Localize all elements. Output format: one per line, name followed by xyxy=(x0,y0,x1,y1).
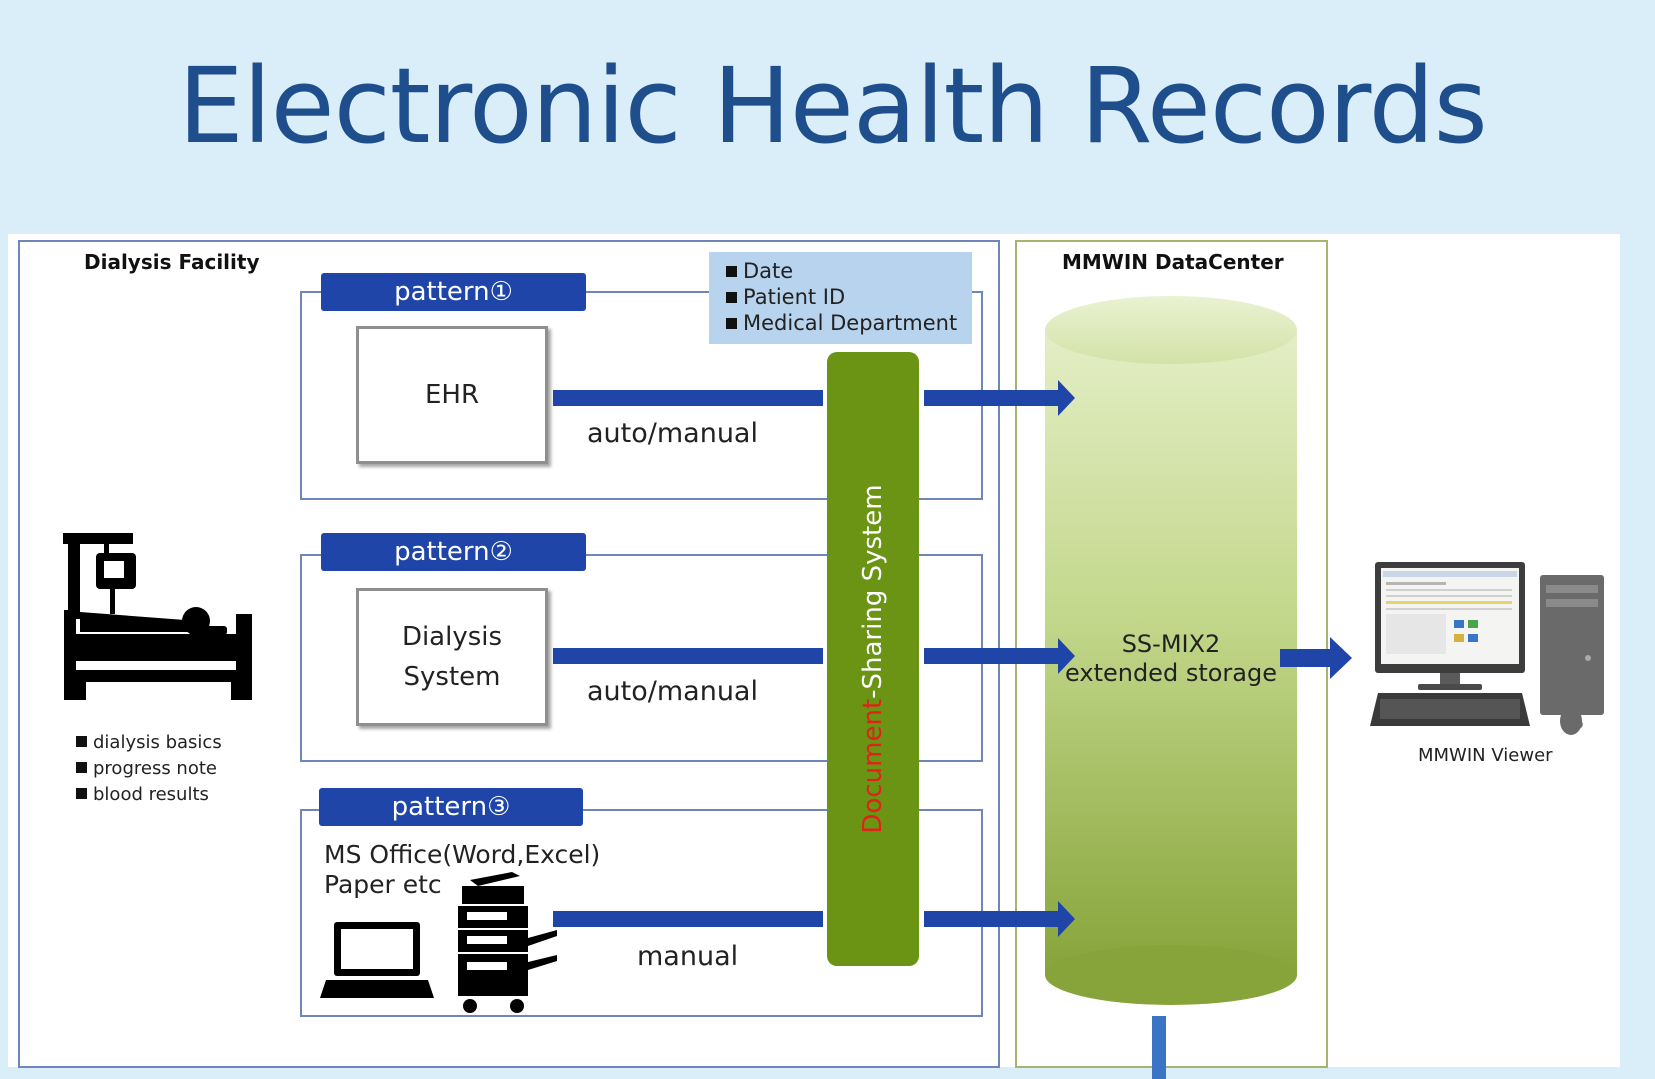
metadata-list: Date Patient ID Medical Department xyxy=(726,258,957,336)
pattern-1-transfer-label: auto/manual xyxy=(587,418,758,449)
ehr-box: EHR xyxy=(356,326,548,464)
facility-data-list: dialysis basics progress note blood resu… xyxy=(76,730,222,808)
ehr-label: EHR xyxy=(424,380,480,410)
storage-label-line-2: extended storage xyxy=(1065,659,1277,687)
desktop-computer-icon xyxy=(1370,562,1604,735)
pattern-2-transfer-label: auto/manual xyxy=(587,676,758,707)
document-sharing-label: Document-Sharing System xyxy=(857,479,889,839)
datacenter-label: MMWIN DataCenter xyxy=(1062,250,1284,274)
pattern-2-banner: pattern② xyxy=(321,533,586,571)
pattern-3-source-label: MS Office(Word,Excel) Paper etc xyxy=(324,840,601,899)
metadata-box xyxy=(709,252,972,344)
pattern-3-transfer-label: manual xyxy=(637,941,739,972)
arrow-ehr-to-bar xyxy=(553,390,823,406)
facility-data-item: dialysis basics xyxy=(76,730,222,756)
metadata-item: Medical Department xyxy=(726,310,957,336)
printer-icon xyxy=(458,872,557,1013)
arrow-bar-to-storage-2 xyxy=(924,638,1075,674)
storage-label: SS-MIX2 extended storage xyxy=(1045,630,1297,688)
slide-title: Electronic Health Records xyxy=(178,45,1488,167)
metadata-item: Patient ID xyxy=(726,284,957,310)
side-strip xyxy=(1620,0,1655,1079)
document-sharing-label-rest: -Sharing System xyxy=(858,484,888,699)
dialysis-system-label-line-1: Dialysis xyxy=(401,622,503,652)
document-sharing-label-highlight: Document xyxy=(858,698,888,834)
document-sharing-bar xyxy=(827,352,919,966)
dialysis-system-box: Dialysis System xyxy=(356,588,548,726)
dialysis-facility-label: Dialysis Facility xyxy=(84,250,260,274)
viewer-label: MMWIN Viewer xyxy=(1418,745,1553,766)
arrow-storage-to-viewer xyxy=(1280,637,1352,679)
hospital-bed-icon xyxy=(63,533,252,700)
arrow-bar-to-storage-1 xyxy=(924,380,1075,416)
datacenter-outlink xyxy=(1152,1016,1166,1079)
metadata-item: Date xyxy=(726,258,957,284)
facility-data-item: progress note xyxy=(76,756,222,782)
arrow-office-to-bar xyxy=(553,911,823,927)
facility-data-item: blood results xyxy=(76,782,222,808)
storage-label-line-1: SS-MIX2 xyxy=(1121,630,1221,658)
dialysis-system-label-line-2: System xyxy=(403,662,501,692)
laptop-icon xyxy=(320,922,434,998)
pattern-1-banner: pattern① xyxy=(321,273,586,311)
arrow-dialysis-to-bar xyxy=(553,648,823,664)
pattern-3-banner: pattern③ xyxy=(319,788,583,826)
storage-cylinder xyxy=(1045,296,1297,1005)
arrow-bar-to-storage-3 xyxy=(924,901,1075,937)
